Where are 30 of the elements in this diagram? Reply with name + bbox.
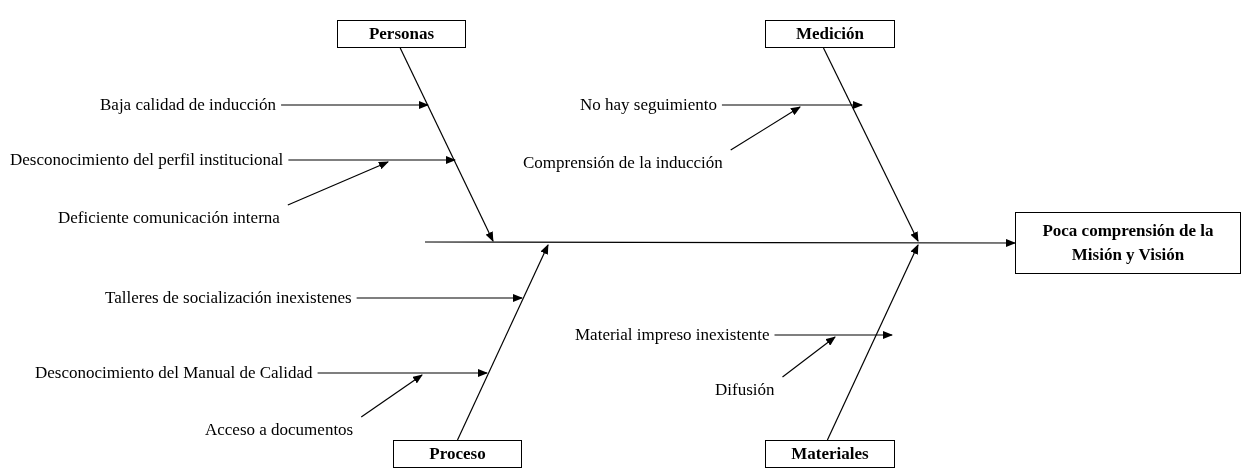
cause-label: Difusión xyxy=(715,380,775,400)
arrow xyxy=(822,47,919,242)
arrow xyxy=(287,161,389,206)
cause-label: Acceso a documentos xyxy=(205,420,354,440)
cause-label: Comprensión de la inducción xyxy=(523,153,723,173)
category-box: Medición xyxy=(765,20,895,48)
arrow xyxy=(424,239,1016,247)
arrow xyxy=(721,101,863,109)
effect-box: Poca comprensión de la Misión y Visión xyxy=(1015,212,1241,274)
arrow xyxy=(773,331,893,339)
cause-label: No hay seguimiento xyxy=(580,95,717,115)
arrow xyxy=(360,374,423,418)
cause-label: Desconocimiento del Manual de Calidad xyxy=(35,363,313,383)
arrow xyxy=(317,369,488,377)
cause-label: Deficiente comunicación interna xyxy=(58,208,280,228)
arrow xyxy=(781,336,836,378)
arrow xyxy=(730,106,801,151)
category-box: Proceso xyxy=(393,440,522,468)
arrow xyxy=(826,244,919,441)
cause-label: Baja calidad de inducción xyxy=(100,95,277,115)
cause-label: Material impreso inexistente xyxy=(575,325,770,345)
arrow xyxy=(456,244,549,441)
arrow xyxy=(356,294,523,302)
arrow xyxy=(287,156,456,164)
category-box: Materiales xyxy=(765,440,895,468)
arrow xyxy=(280,101,429,109)
category-box: Personas xyxy=(337,20,466,48)
cause-label: Desconocimiento del perfil institucional xyxy=(10,150,284,170)
arrow xyxy=(399,47,494,242)
cause-label: Talleres de socialización inexistenes xyxy=(105,288,352,308)
